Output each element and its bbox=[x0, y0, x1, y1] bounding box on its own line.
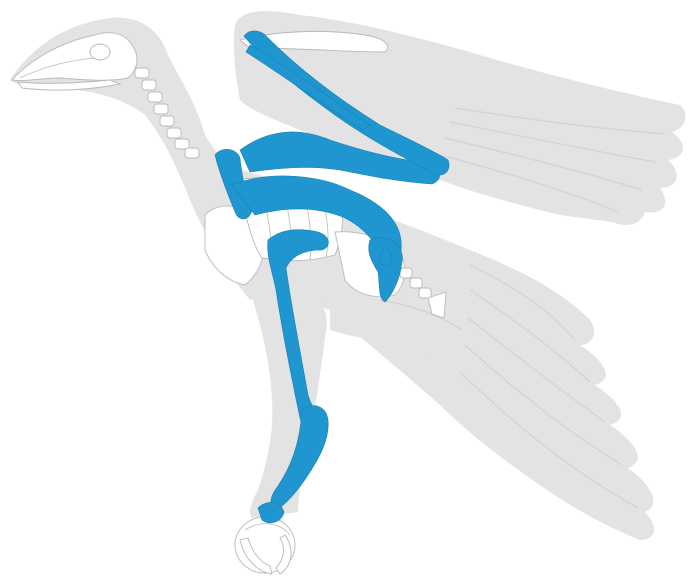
tail-vertebra bbox=[410, 278, 422, 288]
neck-vertebra bbox=[167, 128, 181, 138]
acetabulum bbox=[380, 250, 392, 266]
neck-vertebra bbox=[160, 116, 174, 126]
tail-vertebra bbox=[419, 288, 431, 298]
tail-vertebra bbox=[400, 268, 412, 278]
eye-orbit bbox=[90, 44, 110, 60]
neck-vertebra bbox=[154, 104, 168, 114]
neck-vertebra bbox=[175, 139, 189, 149]
neck-vertebra bbox=[142, 80, 156, 90]
toe-joint-highlight bbox=[258, 502, 284, 522]
neck-vertebra bbox=[148, 92, 162, 102]
neck-vertebra bbox=[185, 148, 199, 158]
neck-vertebra bbox=[135, 68, 149, 78]
